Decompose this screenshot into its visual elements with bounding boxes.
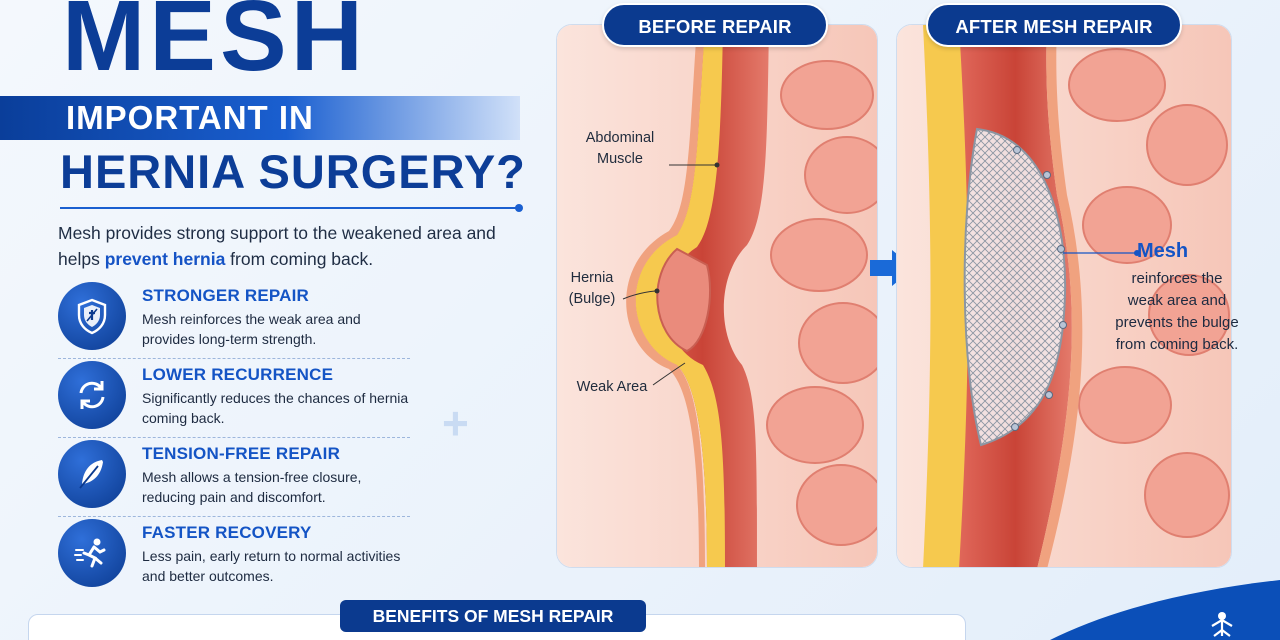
title-divider [60, 204, 523, 212]
benefit-title: TENSION-FREE REPAIR [142, 444, 341, 463]
mesh-label: Mesh [1137, 240, 1189, 262]
shield-icon [58, 282, 126, 350]
benefit-description: Mesh reinforces the weak area and provid… [142, 311, 361, 347]
headline-subtitle: HERNIA SURGERY? [60, 145, 526, 198]
benefit-item-tension-free: TENSION-FREE REPAIR Mesh allows a tensio… [58, 438, 410, 517]
benefit-description: Less pain, early return to normal activi… [142, 548, 401, 584]
banner-text: IMPORTANT IN [66, 99, 314, 136]
benefit-description: Significantly reduces the chances of her… [142, 390, 409, 426]
benefit-item-stronger-repair: STRONGER REPAIR Mesh reinforces the weak… [58, 280, 410, 359]
headline-mesh: MESH [62, 0, 367, 92]
plus-decoration-icon: + [442, 397, 469, 449]
after-illustration [897, 25, 1231, 567]
benefit-title: FASTER RECOVERY [142, 523, 312, 542]
before-repair-tab: BEFORE REPAIR [602, 3, 828, 47]
feather-icon [58, 440, 126, 508]
intro-text-after: from coming back. [225, 249, 374, 269]
label-weak-area: Weak Area [576, 379, 648, 395]
headline-banner: IMPORTANT IN [0, 96, 520, 140]
label-hernia-bulge: Hernia (Bulge) [568, 270, 616, 307]
intro-paragraph: Mesh provides strong support to the weak… [58, 220, 518, 272]
before-repair-panel [556, 24, 878, 568]
benefit-title: STRONGER REPAIR [142, 286, 310, 305]
after-mesh-repair-panel [896, 24, 1232, 568]
label-abdominal-muscle: Abdominal Muscle [585, 130, 655, 167]
benefit-title: LOWER RECURRENCE [142, 365, 334, 384]
benefit-description: Mesh allows a tension-free closure, redu… [142, 469, 362, 505]
benefits-list: STRONGER REPAIR Mesh reinforces the weak… [58, 280, 410, 596]
before-illustration [557, 25, 877, 567]
mesh-description: reinforces the weak area and prevents th… [1115, 270, 1239, 353]
refresh-icon [58, 361, 126, 429]
running-person-icon [58, 519, 126, 587]
after-mesh-repair-tab: AFTER MESH REPAIR [926, 3, 1182, 47]
benefit-item-lower-recurrence: LOWER RECURRENCE Significantly reduces t… [58, 359, 410, 438]
corner-logo-wave-icon [1050, 580, 1280, 640]
benefit-item-faster-recovery: FASTER RECOVERY Less pain, early return … [58, 517, 410, 596]
intro-highlight: prevent hernia [104, 249, 226, 269]
intro-text-before: Mesh provides strong support to the weak… [58, 223, 496, 269]
benefits-of-mesh-repair-tab: BENEFITS OF MESH REPAIR [340, 600, 646, 632]
